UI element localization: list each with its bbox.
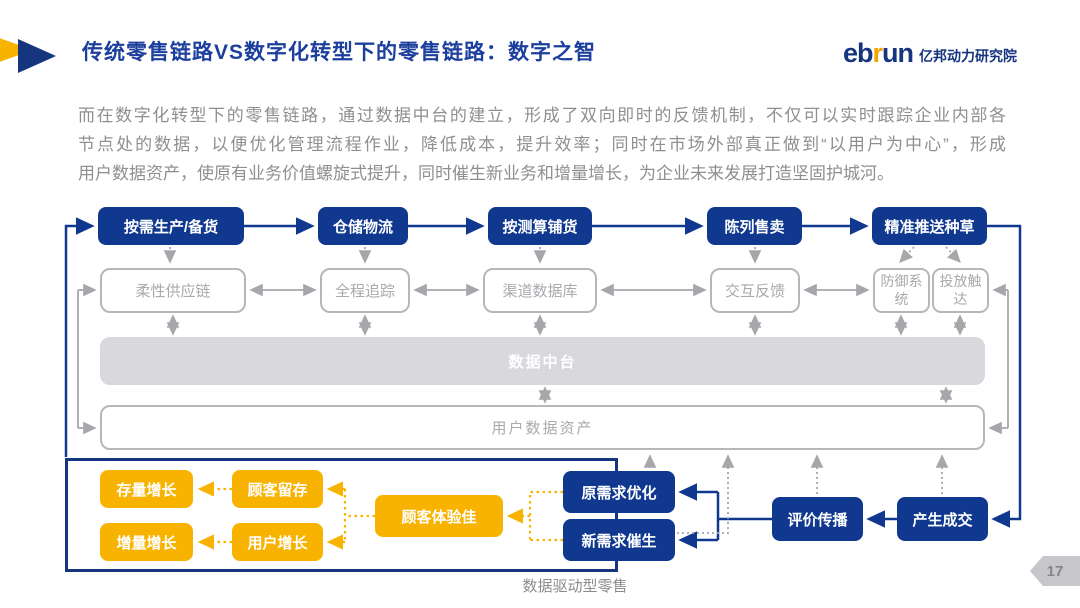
node-channel-database: 渠道数据库 (483, 268, 597, 313)
node-incremental-growth: 增量增长 (100, 523, 193, 561)
logo-wordmark: ebrun (843, 38, 914, 68)
node-full-tracking: 全程追踪 (320, 268, 410, 313)
data-driven-retail-frame (65, 458, 618, 572)
node-defense-system: 防御系统 (873, 268, 930, 313)
intro-line-1: 而在数字化转型下的零售链路，通过数据中台的建立，形成了双向即时的反馈机制，不仅可… (78, 106, 1006, 125)
bottom-caption: 数据驱动型零售 (522, 578, 628, 595)
user-data-asset-box: 用户数据资产 (100, 405, 985, 450)
node-deal-generation: 产生成交 (897, 497, 988, 541)
yellow-dotted-arrows (197, 481, 563, 550)
gray-double-arrows (77, 283, 1009, 435)
logo-r: r (872, 38, 883, 68)
intro-line-3: 用户数据资产，使原有业务价值螺旋式提升，同时催生新业务和增量增长，为企业未来发展… (78, 164, 894, 183)
node-stock-growth: 存量增长 (100, 470, 193, 508)
logo-suffix: 亿邦动力研究院 (919, 47, 1018, 64)
gray-dotted-arrows (163, 246, 961, 534)
node-new-demand-creation: 新需求催生 (563, 519, 675, 561)
intro-line-2: 节点处的数据，以便优化管理流程作业，降低成本，提升效率；同时在市场外部真正做到“… (78, 135, 1006, 154)
node-interactive-feedback: 交互反馈 (710, 268, 800, 313)
logo-un: un (882, 38, 914, 68)
page-number: 17 (1046, 562, 1064, 580)
node-flexible-supply-chain: 柔性供应链 (100, 268, 246, 313)
page-title: 传统零售链路VS数字化转型下的零售链路：数字之智 (82, 41, 597, 64)
blue-flow-lines (64, 217, 1022, 549)
node-precise-push-seeding: 精准推送种草 (872, 207, 987, 245)
node-calculated-distribution: 按测算铺货 (488, 207, 592, 245)
data-platform-bar: 数据中台 (100, 337, 985, 385)
logo-eb: eb (843, 38, 873, 68)
node-warehouse-logistics: 仓储物流 (318, 207, 408, 245)
node-original-demand-optimization: 原需求优化 (563, 471, 675, 513)
header-arrow-blue-icon (18, 39, 56, 73)
node-customer-retention: 顾客留存 (232, 470, 323, 508)
node-good-customer-experience: 顾客体验佳 (375, 495, 503, 537)
node-review-spread: 评价传播 (772, 497, 863, 541)
node-on-demand-production: 按需生产/备货 (98, 207, 244, 245)
intro-paragraph: 而在数字化转型下的零售链路，通过数据中台的建立，形成了双向即时的反馈机制，不仅可… (78, 101, 1006, 188)
node-user-growth: 用户增长 (232, 523, 323, 561)
node-display-selling: 陈列售卖 (707, 207, 802, 245)
brand-logo: ebrun 亿邦动力研究院 (843, 40, 1017, 67)
node-ad-reach: 投放触达 (932, 268, 989, 313)
